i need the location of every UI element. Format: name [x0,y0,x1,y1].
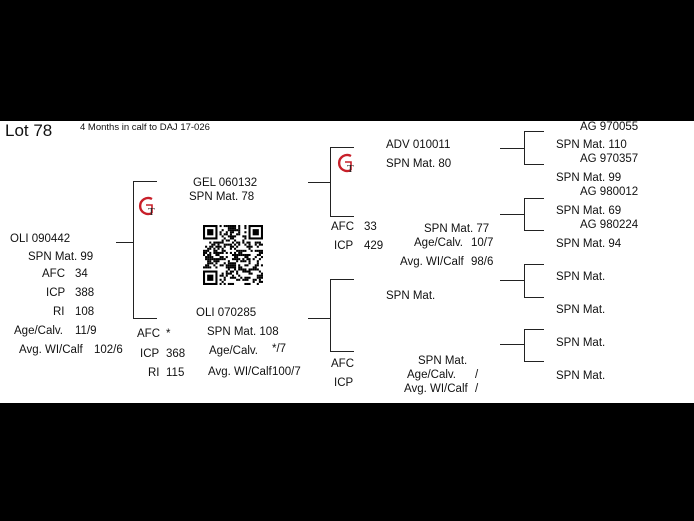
gen3-third-branch [330,279,354,280]
gen4-bracket-1-top [524,131,544,132]
sire-age-label: Age/Calv. [14,325,64,337]
gen4-spn-110: SPN Mat. 110 [556,139,627,151]
sire-dam-afc-value: * [166,328,171,340]
sire-dam-age-value: */7 [272,343,287,355]
sire-ri-value: 108 [75,306,95,318]
gen4-spn-94: SPN Mat. 94 [556,238,622,250]
sire-dam-age-label: Age/Calv. [209,345,259,357]
sire-dam-ri-value: 115 [166,367,185,379]
gen3-second-age-label: Age/Calv. [414,237,464,249]
gen3-bottom-icp-label: ICP [334,377,354,389]
gen4-spn-a: SPN Mat. [556,271,606,283]
sire-connector [116,242,133,243]
sire-dam-spn: SPN Mat. 108 [207,326,279,338]
gen4-bracket-2-bottom [524,230,544,231]
gen3-top-spn: SPN Mat. 80 [386,158,452,170]
gen3-top-afc-label: AFC [331,221,354,233]
sire-dam-wi-value: 100/7 [272,366,301,378]
gen4-spn-d: SPN Mat. [556,370,606,382]
sire-dam-id: OLI 070285 [196,307,257,319]
gen4-bracket-2-stub [500,214,524,215]
gen3-top-icp-value: 429 [364,240,384,252]
sire-dam-connector [308,318,330,319]
gen3-second-wi-label: Avg. WI/Calf [400,256,464,268]
gen4-spn-b: SPN Mat. [556,304,606,316]
gt-logo-icon: T [139,196,155,218]
gen3-bottom-age-value: / [475,369,479,381]
svg-text:T: T [148,206,155,218]
sire-wi-label: Avg. WI/Calf [19,344,83,356]
gen3-second-age-value: 10/7 [471,237,494,249]
sire-sire-id: GEL 060132 [193,177,258,189]
gen3-bottom-wi-value: / [475,383,479,395]
gen3-top-afc-value: 33 [364,221,377,233]
gen4-bracket-3-stub [500,280,524,281]
sire-spn: SPN Mat. 99 [28,251,94,263]
pedigree-sheet: Lot 78 4 Months in calf to DAJ 17-026 OL… [0,121,694,403]
gen4-bracket-3 [524,264,525,297]
gen3-bottom-afc-label: AFC [331,358,354,370]
sire-bracket [133,181,134,318]
sire-icp-value: 388 [75,287,95,299]
gen4-bracket-4-bottom [524,361,544,362]
sire-icp-label: ICP [46,287,66,299]
sire-dam-icp-label: ICP [140,348,160,360]
gen4-spn-c: SPN Mat. [556,337,606,349]
gen3-bottom-age-label: Age/Calv. [407,369,457,381]
gen4-bracket-4 [524,329,525,361]
gen4-bracket-1 [524,131,525,164]
gen4-bracket-4-stub [500,344,524,345]
gen4-ag-980012: AG 980012 [580,186,639,198]
qr-code-icon [203,225,263,285]
gen4-ag-970357: AG 970357 [580,153,639,165]
gen3-third-spn: SPN Mat. [386,290,436,302]
gen3-second-branch [330,216,354,217]
sire-dam-ri-label: RI [148,367,160,379]
sire-age-value: 11/9 [75,325,97,337]
gen3-top-icp-label: ICP [334,240,354,252]
sire-sire-branch [133,181,157,182]
gen4-ag-980224: AG 980224 [580,219,639,231]
sire-ri-label: RI [53,306,65,318]
gen3-top-id: ADV 010011 [386,139,451,151]
gen4-bracket-1-stub [500,148,524,149]
lot-title: Lot 78 [5,121,53,140]
gen4-bracket-2 [524,198,525,230]
gt-logo-icon: T [338,153,354,175]
gen3-bottom-branch [330,351,354,352]
gen3-second-wi-value: 98/6 [471,256,494,268]
sire-wi-value: 102/6 [94,344,123,356]
sire-afc-value: 34 [75,268,88,280]
sire-id: OLI 090442 [10,233,71,245]
gen4-bracket-1-bottom [524,164,544,165]
sire-dam-bracket [330,279,331,351]
lot-note: 4 Months in calf to DAJ 17-026 [80,122,210,133]
gen4-ag-970055: AG 970055 [580,121,639,133]
gen3-bottom-spn: SPN Mat. [418,355,468,367]
sire-dam-icp-value: 368 [166,348,186,360]
gen3-top-branch [330,147,354,148]
gen4-spn-69: SPN Mat. 69 [556,205,622,217]
sire-sire-bracket [330,147,331,216]
sire-dam-wi-label: Avg. WI/Calf [208,366,272,378]
gen4-bracket-3-top [524,264,544,265]
sire-dam-afc-label: AFC [137,328,160,340]
sire-sire-connector [308,182,330,183]
gen4-bracket-4-top [524,329,544,330]
sire-sire-spn: SPN Mat. 78 [189,191,255,203]
gen3-second-spn: SPN Mat. 77 [424,223,490,235]
gen4-bracket-2-top [524,198,544,199]
gen3-bottom-wi-label: Avg. WI/Calf [404,383,468,395]
sire-afc-label: AFC [42,268,65,280]
svg-text:T: T [347,163,354,175]
gen4-spn-99: SPN Mat. 99 [556,172,622,184]
gen4-bracket-3-bottom [524,297,544,298]
sire-dam-branch [133,318,157,319]
